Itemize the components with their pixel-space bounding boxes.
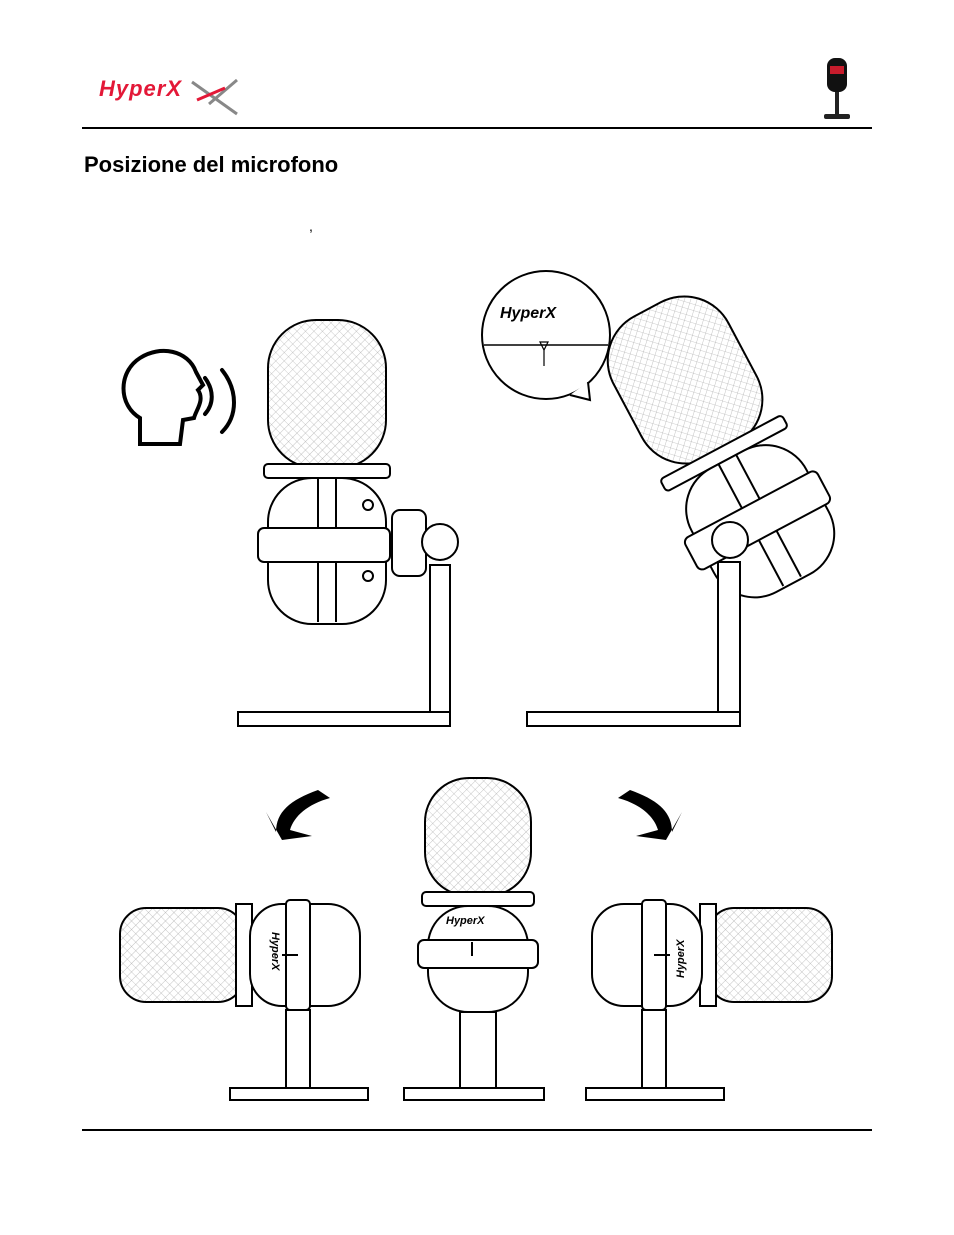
- microphone-rotated-left: HyperX: [119, 899, 369, 1101]
- front-logo-text: HyperX: [446, 915, 485, 927]
- footer-divider: [82, 1129, 872, 1131]
- microphone-front-view: HyperX: [403, 777, 545, 1101]
- hyperx-logo: HyperX: [97, 74, 247, 120]
- speaking-person-icon: [121, 348, 236, 446]
- left-logo-text: HyperX: [269, 932, 281, 971]
- rotate-right-arrow-icon: [618, 790, 682, 840]
- rotate-left-arrow-icon: [266, 790, 330, 840]
- callout-bubble: HyperX: [481, 270, 611, 402]
- header-divider: [82, 127, 872, 129]
- microphone-icon: [818, 56, 856, 124]
- logo-text: HyperX: [99, 76, 182, 101]
- microphone-upright-side: [237, 319, 459, 727]
- microphone-tilted: [526, 295, 836, 727]
- callout-logo-text: HyperX: [500, 305, 557, 322]
- page-title: Posizione del microfono: [84, 152, 339, 177]
- right-logo-text: HyperX: [675, 939, 687, 978]
- microphone-rotated-right: HyperX: [585, 899, 833, 1101]
- stray-mark: ,: [309, 218, 313, 234]
